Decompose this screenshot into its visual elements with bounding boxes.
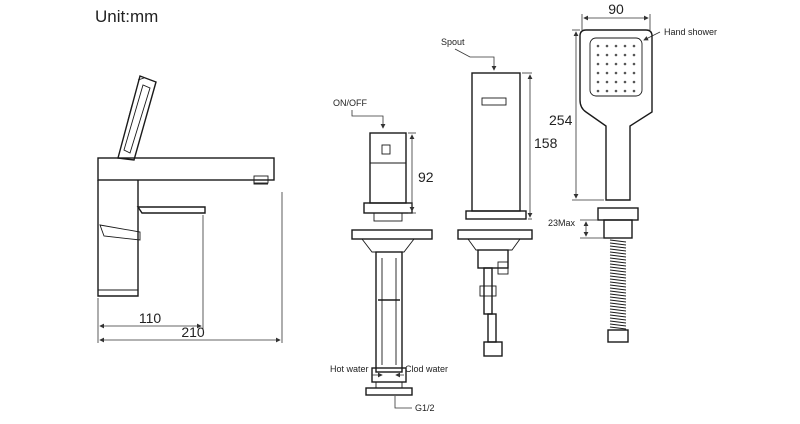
nozzle-dot — [632, 62, 636, 66]
dim-label-110: 110 — [139, 310, 162, 326]
spout-deck — [457, 229, 533, 240]
onoff-body — [369, 132, 407, 204]
nozzle-dot — [605, 89, 609, 93]
nozzle-dot — [623, 44, 627, 48]
unit-label: Unit:mm — [95, 7, 158, 26]
hose-coil — [609, 302, 627, 306]
callout-hand-shower: Hand shower — [664, 27, 717, 37]
dim-label-23max: 23Max — [548, 218, 576, 228]
hose-coil — [609, 266, 627, 270]
nozzle-dot — [623, 53, 627, 57]
nozzle-dot — [596, 80, 600, 84]
nozzle-dot — [605, 44, 609, 48]
hose-coil — [609, 242, 627, 246]
nozzle-dot — [605, 80, 609, 84]
dim-label-254: 254 — [549, 112, 573, 128]
hose-coil — [609, 278, 627, 282]
hose-coil — [609, 290, 627, 294]
nozzle-dot — [614, 71, 618, 75]
hose-coil — [609, 254, 627, 258]
shower-head — [579, 29, 653, 201]
nozzle-dot — [596, 89, 600, 93]
nozzle-dot — [614, 53, 618, 57]
nozzle-dot — [614, 89, 618, 93]
nozzle-dot — [623, 80, 627, 84]
mixer-stem — [97, 180, 139, 297]
shower-hose — [609, 239, 627, 330]
hose-coil — [609, 323, 627, 327]
nozzle-dot — [632, 89, 636, 93]
hose-coil — [609, 284, 627, 288]
hose-coil — [609, 314, 627, 318]
hose-coil — [609, 293, 627, 297]
shower-face — [589, 37, 643, 97]
hand-shower-assembly: 90 Hand shower 254 23Max — [548, 1, 717, 343]
nozzle-dot — [632, 53, 636, 57]
nozzle-dot — [605, 53, 609, 57]
spout-assembly: Spout 158 — [441, 37, 558, 357]
callout-spout: Spout — [441, 37, 465, 47]
onoff-deck — [351, 229, 433, 240]
callout-on-off: ON/OFF — [333, 98, 367, 108]
nozzle-dot — [614, 44, 618, 48]
hose-coil — [609, 326, 627, 330]
hose-coil — [609, 275, 627, 279]
hose-coil — [609, 269, 627, 273]
resting-hand-shower — [117, 75, 157, 161]
onoff-shank — [375, 251, 403, 373]
nozzle-dot — [605, 62, 609, 66]
shower-base — [597, 207, 639, 221]
hose-coil — [609, 272, 627, 276]
nozzle-dot — [596, 44, 600, 48]
callout-thread: G1/2 — [415, 403, 435, 413]
nozzle-dot — [614, 80, 618, 84]
nozzle-dot — [596, 71, 600, 75]
hose-coil — [609, 317, 627, 321]
mixer-side-view: 110 210 — [97, 75, 283, 343]
hose-coil — [609, 311, 627, 315]
nozzle-dot — [614, 62, 618, 66]
hose-coil — [609, 239, 627, 243]
hose-coil — [609, 260, 627, 264]
hose-coil — [609, 281, 627, 285]
spout-body — [471, 72, 521, 212]
hose-coil — [609, 263, 627, 267]
nozzle-dot — [632, 71, 636, 75]
hose-coil — [609, 251, 627, 255]
nozzle-dot — [632, 80, 636, 84]
hose-coil — [609, 305, 627, 309]
dim-label-158: 158 — [534, 135, 558, 151]
dim-label-92: 92 — [418, 169, 434, 185]
dim-label-210: 210 — [181, 324, 205, 340]
nozzle-dot — [596, 62, 600, 66]
dim-label-90: 90 — [608, 1, 624, 17]
nozzle-dot — [623, 62, 627, 66]
nozzle-dot — [632, 44, 636, 48]
callout-cold-water: Clod water — [405, 364, 448, 374]
hose-coil — [609, 257, 627, 261]
nozzle-dot — [623, 89, 627, 93]
lever — [136, 206, 206, 214]
hose-coil — [609, 308, 627, 312]
hose-coil — [609, 245, 627, 249]
nozzle-dot — [605, 71, 609, 75]
hose-coil — [609, 299, 627, 303]
hose-coil — [609, 248, 627, 252]
nozzle-dot — [623, 71, 627, 75]
nozzle-dot — [596, 53, 600, 57]
onoff-valve: ON/OFF 92 Hot water Clod water G1/2 — [330, 98, 448, 413]
hose-coil — [609, 296, 627, 300]
mixer-top-body — [97, 157, 275, 181]
hose-coil — [609, 320, 627, 324]
hose-coil — [609, 287, 627, 291]
callout-hot-water: Hot water — [330, 364, 369, 374]
shower-nozzles — [596, 44, 636, 93]
